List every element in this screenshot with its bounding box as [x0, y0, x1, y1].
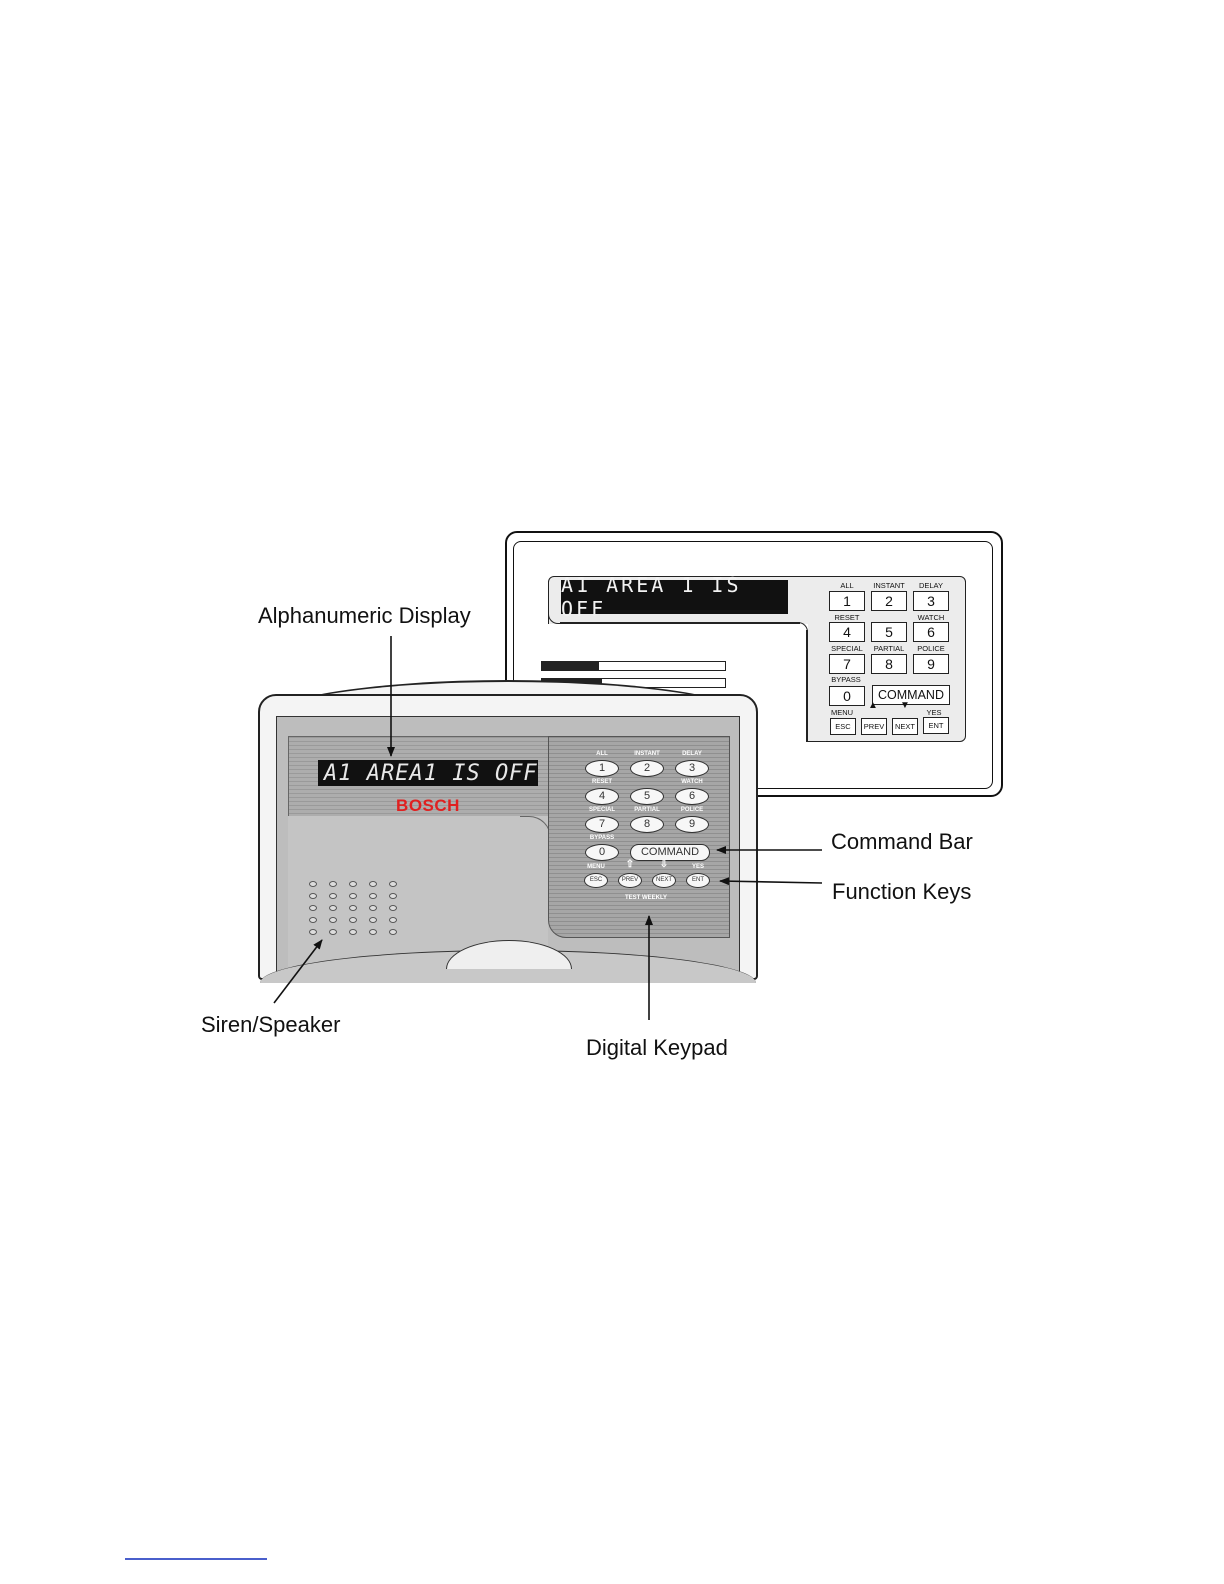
callout-command-bar: Command Bar	[831, 829, 973, 854]
front-key-1[interactable]: 1	[585, 760, 619, 777]
callout-siren-speaker: Siren/Speaker	[201, 1012, 341, 1037]
front-key-7[interactable]: 7	[585, 816, 619, 833]
arrow-down-icon: ▼	[900, 700, 910, 711]
back-esc-key[interactable]: ESC	[830, 718, 856, 735]
speaker-hole	[349, 893, 357, 899]
back-label-yes: YES	[926, 708, 942, 717]
back-key-0[interactable]: 0	[829, 686, 865, 706]
back-panel-edge	[560, 622, 800, 624]
back-key-6[interactable]: 6	[913, 622, 949, 642]
speaker-hole	[349, 881, 357, 887]
arrow-siren-speaker	[273, 939, 323, 1004]
back-key-label-instant: INSTANT	[873, 581, 905, 590]
speaker-hole	[369, 905, 377, 911]
speaker-hole	[329, 905, 337, 911]
page-footer-rule	[125, 1558, 267, 1560]
back-key-1[interactable]: 1	[829, 591, 865, 611]
back-key-4[interactable]: 4	[829, 622, 865, 642]
speaker-hole	[329, 929, 337, 935]
back-key-label-police: POLICE	[917, 644, 945, 653]
front-key-4[interactable]: 4	[585, 788, 619, 805]
speaker-hole	[309, 929, 317, 935]
back-key-9[interactable]: 9	[913, 654, 949, 674]
front-key-0[interactable]: 0	[585, 844, 619, 861]
speaker-hole	[389, 881, 397, 887]
speaker-hole	[329, 893, 337, 899]
callout-function-keys: Function Keys	[832, 879, 972, 904]
front-command-key[interactable]: COMMAND	[630, 844, 710, 861]
front-key-label-watch: WATCH	[681, 779, 703, 785]
front-key-label-instant: INSTANT	[634, 751, 660, 757]
front-key-label-bypass: BYPASS	[589, 835, 615, 841]
back-label-menu: MENU	[830, 708, 854, 717]
back-prev-key[interactable]: PREV	[861, 718, 887, 735]
front-key-2[interactable]: 2	[630, 760, 664, 777]
front-key-3[interactable]: 3	[675, 760, 709, 777]
callout-alphanumeric-display: Alphanumeric Display	[258, 603, 471, 628]
speaker-hole	[329, 917, 337, 923]
back-key-2[interactable]: 2	[871, 591, 907, 611]
arrow-up-icon: ▲	[868, 700, 878, 711]
back-key-label-special: SPECIAL	[831, 644, 863, 653]
back-panel-edge	[806, 630, 808, 742]
back-panel-corner	[796, 622, 808, 634]
front-key-label-police: POLICE	[680, 807, 704, 813]
back-key-5[interactable]: 5	[871, 622, 907, 642]
speaker-hole	[309, 905, 317, 911]
speaker-hole	[369, 917, 377, 923]
arrow-down-icon: ⇩	[659, 859, 669, 870]
back-ent-key[interactable]: ENT	[923, 717, 949, 734]
speaker-hole	[369, 893, 377, 899]
speaker-hole	[349, 905, 357, 911]
callout-digital-keypad: Digital Keypad	[586, 1035, 728, 1060]
speaker-hole	[389, 893, 397, 899]
back-command-key[interactable]: COMMAND	[872, 685, 950, 705]
front-key-5[interactable]: 5	[630, 788, 664, 805]
test-weekly-label: TEST WEEKLY	[624, 895, 668, 901]
back-key-label-watch: WATCH	[917, 613, 945, 622]
front-key-8[interactable]: 8	[630, 816, 664, 833]
speaker-hole	[389, 929, 397, 935]
front-key-label-partial: PARTIAL	[634, 807, 660, 813]
front-key-9[interactable]: 9	[675, 816, 709, 833]
speaker-hole	[309, 917, 317, 923]
back-key-label-partial: PARTIAL	[873, 644, 905, 653]
front-prev-key[interactable]: PREV	[618, 873, 642, 888]
front-key-label-reset: RESET	[591, 779, 612, 785]
speaker-hole	[309, 893, 317, 899]
back-next-key[interactable]: NEXT	[892, 718, 918, 735]
back-key-3[interactable]: 3	[913, 591, 949, 611]
front-esc-key[interactable]: ESC	[584, 873, 608, 888]
bosch-logo: BOSCH	[396, 796, 460, 815]
speaker-hole	[389, 917, 397, 923]
speaker-hole	[369, 929, 377, 935]
front-key-label-special: SPECIAL	[588, 807, 615, 813]
front-key-label-all: ALL	[596, 751, 608, 757]
arrow-function-keys	[719, 877, 823, 886]
front-next-key[interactable]: NEXT	[652, 873, 676, 888]
back-key-7[interactable]: 7	[829, 654, 865, 674]
speaker-hole	[309, 881, 317, 887]
front-alphanumeric-display: A1 AREA1 IS OFF	[318, 760, 538, 786]
speaker-hole	[329, 881, 337, 887]
front-key-6[interactable]: 6	[675, 788, 709, 805]
back-key-label-reset: RESET	[834, 613, 860, 622]
front-label-menu: MENU	[587, 864, 605, 870]
speaker-hole	[389, 905, 397, 911]
front-key-label-delay: DELAY	[682, 751, 702, 757]
back-panel-corner	[548, 610, 562, 624]
front-label-yes: YES	[691, 864, 704, 870]
speaker-hole	[349, 929, 357, 935]
back-key-label-bypass: BYPASS	[831, 675, 861, 684]
back-key-label-all: ALL	[840, 581, 854, 590]
speaker-hole	[349, 917, 357, 923]
front-ent-key[interactable]: ENT	[686, 873, 710, 888]
back-key-8[interactable]: 8	[871, 654, 907, 674]
speaker-hole	[369, 881, 377, 887]
back-vent-slot	[541, 661, 726, 671]
back-key-label-delay: DELAY	[918, 581, 944, 590]
arrow-up-icon: ⇧	[625, 859, 635, 870]
